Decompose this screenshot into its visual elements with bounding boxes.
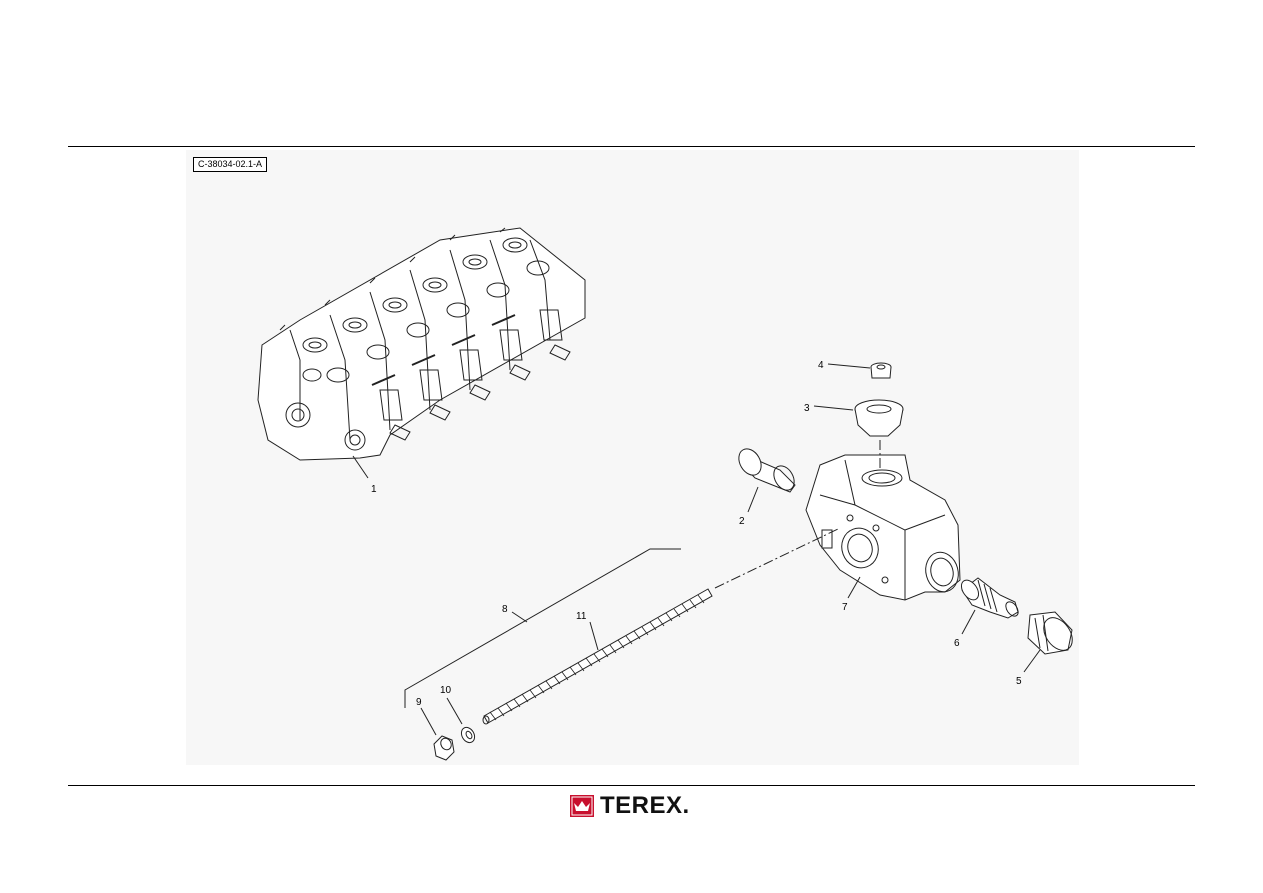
leader-7: [847, 576, 861, 599]
leader-3: [813, 405, 854, 411]
callout-1: 1: [371, 484, 377, 495]
part-5-plug: [1027, 611, 1073, 655]
callout-5: 5: [1016, 676, 1022, 687]
crown-icon: [570, 795, 594, 817]
callout-2: 2: [739, 516, 745, 527]
leader-6: [961, 609, 976, 635]
leader-5: [1023, 649, 1041, 673]
callout-9: 9: [416, 697, 422, 708]
part-7-housing: [805, 454, 961, 601]
footer-rule: [68, 785, 1195, 786]
leader-10: [446, 697, 463, 725]
callout-6: 6: [954, 638, 960, 649]
leader-2: [747, 486, 759, 513]
part-9-nut: [433, 735, 455, 761]
header-rule: [68, 146, 1195, 147]
part-4-cap: [870, 362, 892, 379]
center-line: [714, 527, 841, 589]
terex-logo: TEREX.: [570, 792, 700, 819]
callout-11: 11: [576, 611, 587, 622]
part-10-washer: [460, 726, 476, 744]
leader-9: [420, 707, 437, 736]
callout-8: 8: [502, 604, 508, 615]
part-6-cartridge: [960, 577, 1019, 619]
callout-3: 3: [804, 403, 810, 414]
callout-7: 7: [842, 602, 848, 613]
drawing-id-label: C-38034-02.1-A: [193, 157, 268, 172]
leader-4: [827, 363, 871, 369]
part-2-plug: [738, 448, 796, 493]
leader-1: [352, 455, 369, 479]
callout-10: 10: [440, 685, 452, 696]
brand-name: TEREX.: [600, 792, 690, 819]
part-8-kit-bracket: [404, 548, 681, 708]
part-3-nut: [854, 399, 904, 437]
part-1-control-valve: [257, 227, 586, 461]
callout-4: 4: [818, 360, 824, 371]
leader-11: [589, 621, 599, 651]
leader-8: [511, 611, 528, 623]
part-11-tie-rod: [482, 588, 713, 725]
